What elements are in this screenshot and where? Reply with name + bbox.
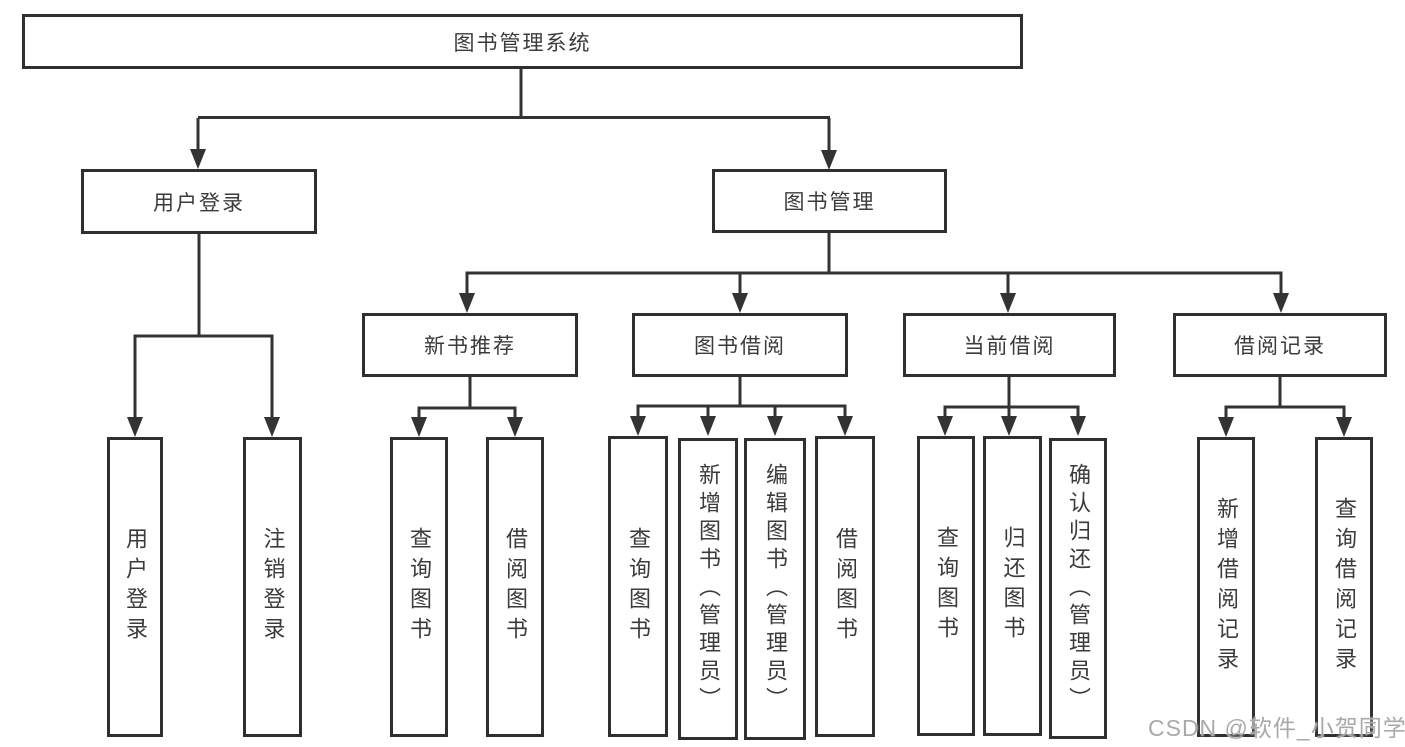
leaf-borrow-book: 借阅图书 bbox=[815, 436, 875, 737]
leaf-query-borrow-record: 查询借阅记录 bbox=[1315, 437, 1373, 737]
node-book-borrow: 图书借阅 bbox=[632, 313, 848, 377]
watermark: CSDN @软件_小贺同学 bbox=[1148, 715, 1405, 741]
arrow-down-icons bbox=[127, 149, 1352, 437]
leaf-add-borrow-record: 新增借阅记录 bbox=[1197, 437, 1255, 737]
leaf-add-book-admin: 新增图书（管理员） bbox=[678, 438, 738, 740]
leaf-user-login: 用户登录 bbox=[107, 437, 163, 737]
leaf-current-query-book: 查询图书 bbox=[917, 436, 975, 736]
node-user-login: 用户登录 bbox=[81, 169, 317, 234]
leaf-return-book: 归还图书 bbox=[983, 436, 1042, 736]
node-current-borrow: 当前借阅 bbox=[903, 313, 1116, 377]
node-book-management: 图书管理 bbox=[712, 169, 947, 233]
leaf-recommend-borrow-book: 借阅图书 bbox=[486, 437, 544, 737]
node-new-book-recommend: 新书推荐 bbox=[362, 313, 578, 377]
node-library-system: 图书管理系统 bbox=[22, 14, 1023, 69]
node-borrow-record: 借阅记录 bbox=[1173, 313, 1387, 377]
leaf-confirm-return-admin: 确认归还（管理员） bbox=[1049, 438, 1107, 739]
leaf-borrow-query-book: 查询图书 bbox=[608, 436, 668, 737]
leaf-recommend-query-book: 查询图书 bbox=[390, 437, 448, 737]
leaf-logout: 注销登录 bbox=[243, 437, 302, 737]
leaf-edit-book-admin: 编辑图书（管理员） bbox=[744, 438, 806, 740]
